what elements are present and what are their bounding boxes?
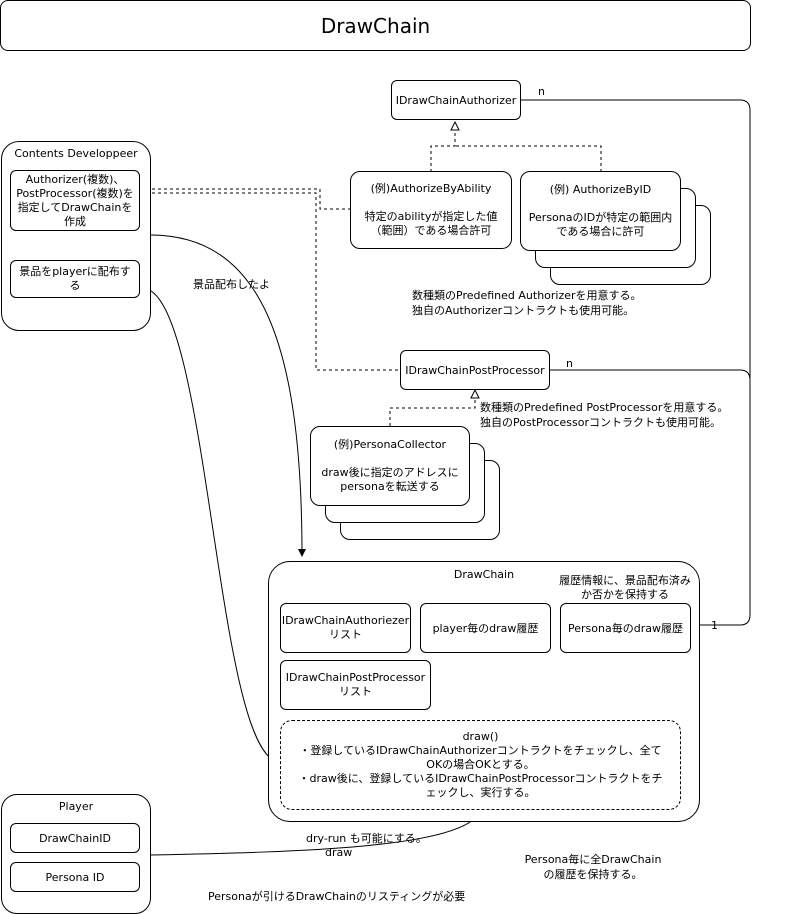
persona-id-box: Persona ID bbox=[10, 862, 140, 892]
persona-history-note: Persona毎に全DrawChain の履歴を保持する。 bbox=[524, 853, 662, 881]
persona-collector-box: (例)PersonaCollector draw後に指定のアドレスに perso… bbox=[310, 426, 470, 506]
authorizer-note: 数種類のPredefined Authorizerを用意する。 独自のAutho… bbox=[412, 289, 642, 317]
listing-note: Personaが引けるDrawChainのリスティングが必要 bbox=[208, 890, 466, 903]
authorizer-interface-label: IDrawChainAuthorizer bbox=[395, 93, 517, 107]
drawchain-history-note: 履歴情報に、景品配布済み か否かを保持する bbox=[559, 574, 691, 601]
create-drawchain-box: Authorizer(複数)、 PostProcessor(複数)を 指定してD… bbox=[10, 170, 140, 231]
drawchain-id-text: DrawChainID bbox=[39, 831, 111, 845]
persona-id-text: Persona ID bbox=[45, 870, 105, 884]
draw-edge-label: draw bbox=[325, 846, 353, 859]
postprocessor-list-box: IDrawChainPostProcessor リスト bbox=[280, 660, 431, 710]
contents-developer-title: Contents Developpeer bbox=[14, 147, 138, 160]
drawchain-multiplicity-label: 1 bbox=[711, 619, 718, 632]
draw-method-box: draw() ・登録しているIDrawChainAuthorizerコントラクト… bbox=[280, 720, 681, 810]
inherit-edge-ability bbox=[430, 122, 455, 172]
inherit-edge-id bbox=[455, 145, 602, 172]
authorizer-list-text: IDrawChainAuthoriezer リスト bbox=[281, 614, 410, 641]
relation-edge-authorizer bbox=[140, 188, 350, 210]
postprocessor-list-text: IDrawChainPostProcessor リスト bbox=[285, 671, 426, 698]
authorize-by-ability-text: (例)AuthorizeByAbility 特定のabilityが指定した値 （… bbox=[364, 182, 498, 237]
distribute-prize-text: 景品をplayerに配布す る bbox=[19, 265, 131, 292]
drawchain-title: DrawChain bbox=[453, 568, 515, 581]
authorize-by-id-box: (例) AuthorizeByID PersonaのIDが特定の範囲内 である場… bbox=[520, 171, 681, 251]
player-draw-history-text: player毎のdraw履歴 bbox=[432, 622, 539, 635]
create-drawchain-text: Authorizer(複数)、 PostProcessor(複数)を 指定してD… bbox=[16, 172, 134, 228]
postprocessor-note: 数種類のPredefined PostProcessorを用意する。 独自のPo… bbox=[480, 401, 729, 429]
persona-draw-history-box: Persona毎のdraw履歴 bbox=[560, 603, 691, 653]
player-title: Player bbox=[58, 800, 94, 813]
authorize-by-id-text: (例) AuthorizeByID PersonaのIDが特定の範囲内 である場… bbox=[528, 183, 673, 238]
dry-run-label: dry-run も可能にする。 bbox=[306, 832, 427, 845]
authorizer-list-box: IDrawChainAuthoriezer リスト bbox=[280, 603, 411, 653]
postprocessor-interface-label: IDrawChainPostProcessor bbox=[405, 363, 545, 377]
player-container: Player bbox=[1, 794, 151, 914]
distribute-prize-box: 景品をplayerに配布す る bbox=[10, 260, 140, 298]
diagram-title: DrawChain bbox=[0, 0, 751, 51]
distributed-edge-label: 景品配布したよ bbox=[193, 278, 270, 291]
player-draw-history-box: player毎のdraw履歴 bbox=[420, 603, 551, 653]
postprocessor-interface-box: IDrawChainPostProcessor bbox=[400, 350, 550, 390]
distributed-edge bbox=[141, 284, 281, 763]
authorizer-interface-box: IDrawChainAuthorizer bbox=[391, 80, 521, 120]
drawchain-id-box: DrawChainID bbox=[10, 823, 140, 853]
postprocessor-multiplicity-label: n bbox=[566, 357, 573, 370]
authorizer-multiplicity-label: n bbox=[538, 85, 545, 98]
persona-collector-text: (例)PersonaCollector draw後に指定のアドレスに perso… bbox=[321, 438, 459, 493]
draw-method-text: draw() ・登録しているIDrawChainAuthorizerコントラクト… bbox=[298, 730, 663, 799]
inherit-edge-collector bbox=[389, 390, 475, 426]
authorize-by-ability-box: (例)AuthorizeByAbility 特定のabilityが指定した値 （… bbox=[350, 171, 512, 249]
persona-draw-history-text: Persona毎のdraw履歴 bbox=[568, 622, 683, 635]
